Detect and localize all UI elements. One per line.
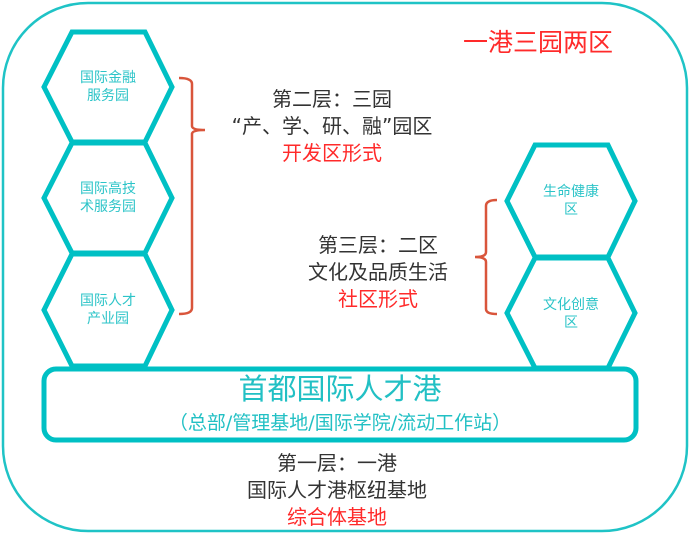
hexagon-label-finance: 国际金融服务园 bbox=[80, 69, 136, 105]
layer3-form: 社区形式 bbox=[338, 287, 418, 311]
layer3-desc: 文化及品质生活 bbox=[308, 260, 448, 284]
hex-text: 生命健康 bbox=[543, 184, 599, 200]
layer2-heading: 第二层：三园 bbox=[271, 87, 392, 111]
hex-text: 国际人才 bbox=[80, 293, 136, 309]
layer1-desc: 国际人才港枢纽基地 bbox=[247, 478, 427, 502]
hexagon-label-talent: 国际人才产业园 bbox=[80, 292, 136, 328]
hex-text: 术服务园 bbox=[80, 199, 136, 216]
hex-text: 服务园 bbox=[87, 88, 129, 105]
hex-text: 国际高技 bbox=[80, 181, 136, 197]
hub-title: 首都国际人才港 bbox=[238, 372, 442, 406]
layer3-heading: 第三层：二区 bbox=[318, 233, 438, 257]
hub-subtitle: （总部/管理基地/国际学院/流动工作站） bbox=[168, 412, 512, 434]
layer1-text: 第一层：一港 国际人才港枢纽基地 综合体基地 bbox=[247, 450, 427, 531]
hex-text: 区 bbox=[564, 202, 578, 219]
brace-left bbox=[178, 76, 206, 316]
layer1-heading: 第一层：一港 bbox=[277, 451, 397, 475]
layer2-text: 第二层：三园 “产、学、研、融”园区 开发区形式 bbox=[232, 86, 433, 167]
layer2-desc: “产、学、研、融”园区 bbox=[231, 114, 433, 138]
hex-text: 国际金融 bbox=[80, 70, 136, 86]
layer2-form: 开发区形式 bbox=[281, 141, 382, 165]
hexagon-left-3 bbox=[41, 251, 175, 369]
brace-right bbox=[474, 198, 498, 316]
hub-box bbox=[41, 366, 639, 443]
hex-text: 区 bbox=[564, 315, 578, 332]
hexagon-label-health: 生命健康区 bbox=[543, 183, 599, 219]
hex-text: 产业园 bbox=[87, 311, 129, 328]
hex-text: 文化创意 bbox=[543, 297, 599, 313]
diagram-title: 一港三园两区 bbox=[462, 28, 614, 57]
layer3-text: 第三层：二区 文化及品质生活 社区形式 bbox=[308, 232, 448, 313]
layer1-form: 综合体基地 bbox=[287, 505, 387, 529]
hexagon-label-hightech: 国际高技术服务园 bbox=[80, 180, 136, 216]
hexagon-label-culture: 文化创意区 bbox=[543, 296, 599, 332]
